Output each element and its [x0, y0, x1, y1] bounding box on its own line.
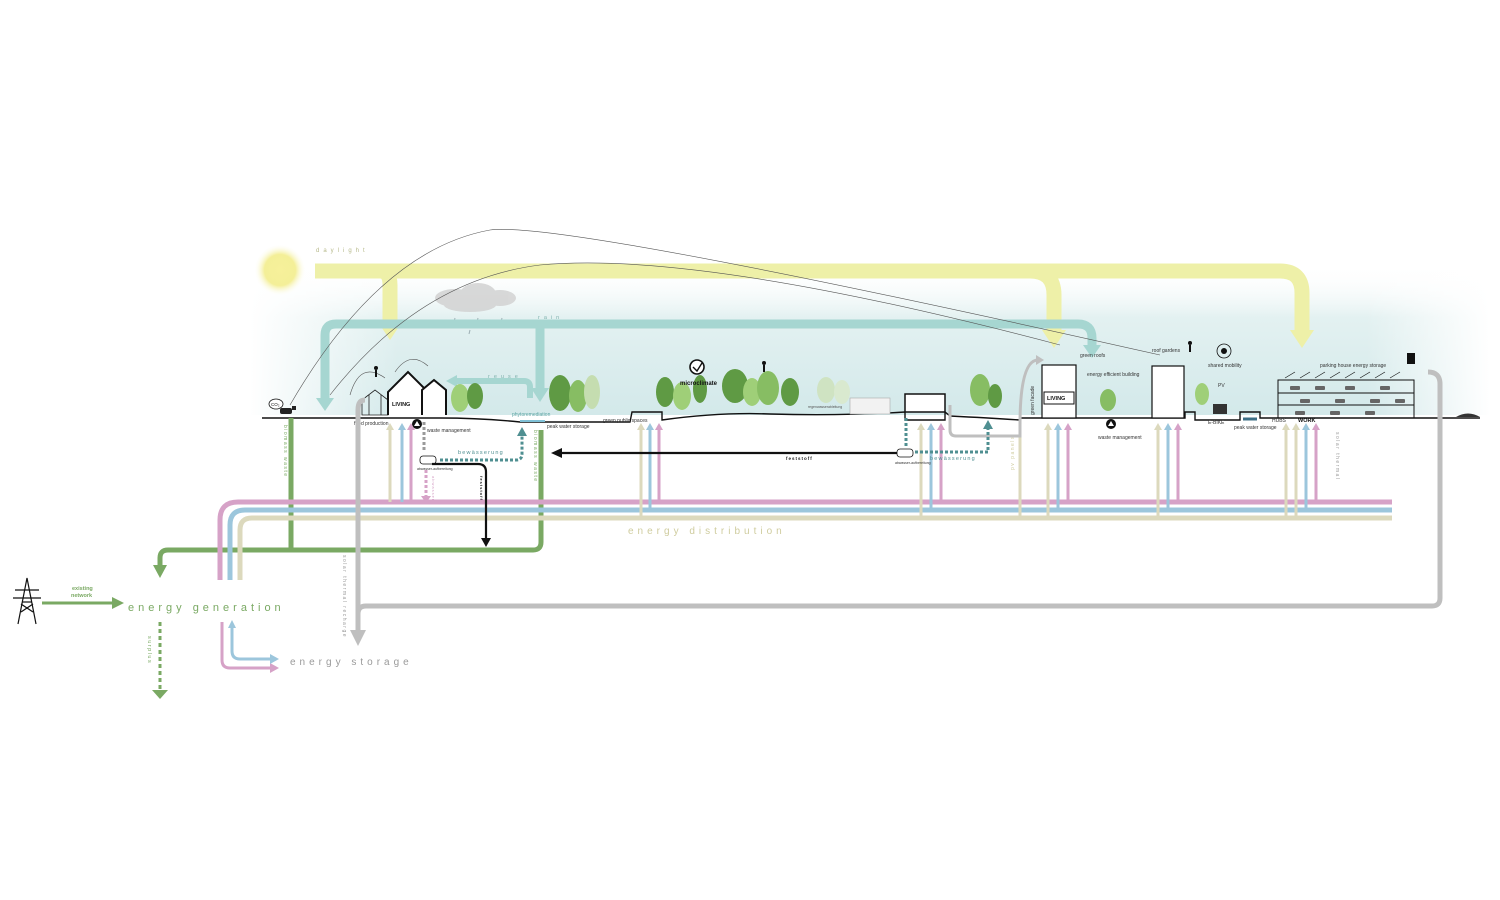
gardener-icon [1188, 341, 1192, 352]
green-roofs-label: green roofs [1080, 353, 1106, 359]
rain-flow [320, 319, 1097, 398]
existing-network-arrowhead [112, 597, 124, 609]
feststoff-mid-arrowhead [551, 448, 562, 458]
bus-icon [1213, 404, 1227, 414]
e-bike-label: E-BIKE [1208, 420, 1225, 426]
rain-label: rain [538, 315, 563, 321]
solar-thermal-recharge-flow [355, 369, 1443, 630]
recycle-icon [412, 419, 422, 429]
co2-icon [268, 398, 284, 410]
parking-house [1277, 379, 1415, 419]
microclimate-label: microclimate [680, 381, 718, 387]
ev-charger-icon [1407, 353, 1415, 364]
energy-efficient-building-label: energy efficient building [1087, 372, 1140, 378]
grey-link-flow [948, 358, 1039, 438]
peak-water-storage-right-label: peak water storage [1234, 425, 1277, 431]
gardener-icon [374, 366, 378, 377]
abwasser-tank-right [896, 448, 914, 458]
roof-gardens-label: roof gardens [1152, 348, 1181, 354]
mid-structure [849, 397, 891, 415]
storage-arrow-blue [270, 654, 279, 664]
feststoff-left-arrowhead [481, 538, 491, 547]
living-right-box [1043, 391, 1075, 405]
energy-storage-label: energy storage [290, 657, 413, 668]
ground-line [262, 410, 1480, 423]
pv-label: PV [1218, 383, 1225, 389]
bewaesserung-arrowhead-right [983, 420, 993, 429]
sky-curves [289, 229, 1161, 406]
feststoff-left-flow [432, 462, 488, 538]
work-label: WORK [1298, 418, 1315, 424]
mound [1456, 413, 1480, 417]
abwasser-aufbereitung-left-label: abwasser-aufbereitung [417, 467, 453, 471]
mid-bunker [904, 393, 946, 413]
storage-up-arrow [228, 620, 236, 628]
rain-arrowheads [316, 345, 1101, 411]
reuse-label: reuse [488, 374, 522, 380]
solar-thermal-recharge-arrowhead [350, 630, 366, 646]
bewaesserung-arrowhead-left [517, 427, 527, 436]
waste-management-right-label: waste management [1098, 435, 1142, 441]
solar-thermal-label: solar thermal [1334, 432, 1340, 480]
surplus-label: surplus [146, 636, 152, 664]
water-dotted-flows [440, 418, 990, 462]
pv-roof [1284, 371, 1401, 379]
phytoremediation-label: phytoremediation [512, 412, 551, 418]
surplus-arrowhead [152, 690, 168, 699]
feststoff-left-label: feststoff [479, 476, 484, 501]
abwasser-tank-left [419, 455, 437, 465]
solar-thermal-recharge-label: solar thermal recharge [341, 555, 347, 638]
sun-icon [254, 244, 306, 296]
daylight-label: daylight [316, 248, 369, 254]
cow-icon [280, 406, 296, 414]
abwasser-arrowhead [421, 496, 431, 503]
energy-generation-label: energy generation [128, 602, 285, 614]
living-right-label: LIVING [1047, 396, 1065, 402]
biomass-arrowhead [153, 565, 167, 578]
biomass-waste-mid-label: biomass waste [532, 430, 538, 483]
abwasser-aufbereitung-right-label: abwasser-aufbereitung [895, 461, 931, 465]
cars [1290, 386, 1405, 415]
green-public-spaces-label: green public spaces [603, 418, 648, 424]
parking-house-label: parking house energy storage [1320, 363, 1386, 369]
tower-building [1151, 365, 1185, 419]
hubs-label: HUBS [1272, 418, 1287, 424]
food-production-label: food production [354, 421, 389, 427]
microclimate-icon [689, 359, 705, 375]
reuse-flow [455, 378, 533, 398]
energy-distribution-label: energy distribution [628, 526, 786, 537]
reuse-arrowhead [446, 375, 457, 387]
existing-network-label-1: existing [72, 586, 93, 592]
storage-arrow-pink [270, 663, 279, 673]
daylight-flow [315, 263, 1310, 330]
biomass-flow [157, 418, 544, 565]
waste-management-left-label: waste management [427, 428, 471, 434]
energy-distribution-bus [217, 499, 1392, 580]
bewaesserung-left-label: bewässerung [458, 450, 504, 456]
abwasser-label: abwasser [431, 476, 436, 501]
cloud-icon [435, 283, 516, 312]
grey-link-arrowhead [1036, 355, 1044, 365]
existing-network-label-2: network [71, 593, 93, 599]
building-connectors [388, 425, 1318, 518]
living-left-label: LIVING [392, 402, 410, 408]
gardener-icon [762, 361, 766, 372]
trees [451, 369, 1209, 412]
shared-mobility-label: shared mobility [1208, 363, 1242, 369]
power-pylon-icon [13, 577, 41, 625]
shared-mobility-icon [1216, 343, 1232, 359]
living-house-left [387, 370, 447, 415]
connector-arrowheads [386, 423, 1320, 430]
biomass-waste-left-label: biomass waste [282, 425, 288, 478]
green-facade-label: green facade [1030, 386, 1036, 415]
recycle-icon [1106, 419, 1116, 429]
pv-panels-label: pv panels [1010, 435, 1016, 470]
co2-label: CO₂ [271, 402, 280, 407]
storage-flows [220, 622, 270, 670]
bewaesserung-right-label: bewässerung [930, 456, 976, 462]
peak-water-storage-left-label: peak water storage [547, 424, 590, 430]
regenwasser-label: regenwasserableitung [808, 405, 842, 409]
feststoff-mid-label: feststoff [786, 456, 813, 461]
